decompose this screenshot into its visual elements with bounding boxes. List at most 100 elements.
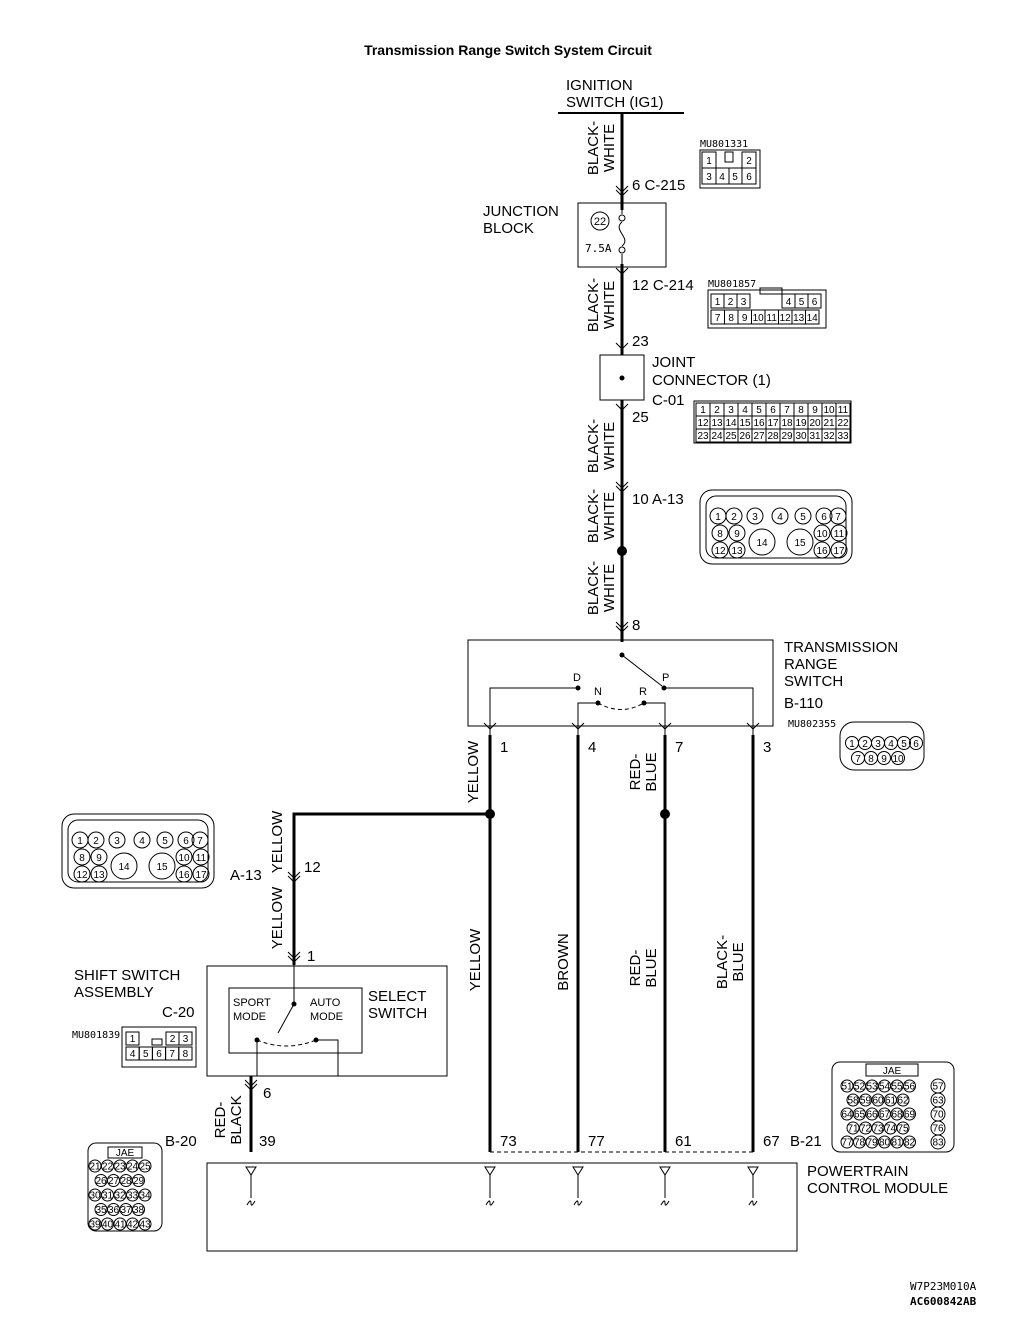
connector-pin-number: 53	[866, 1082, 878, 1093]
trs-dashed-arc	[597, 702, 645, 710]
connector-pin-number: 8	[868, 754, 874, 765]
connector-pin-number: 17	[767, 418, 779, 429]
svg-text:BLACK-: BLACK-	[585, 121, 602, 175]
connector-pin-number: 51	[841, 1082, 853, 1093]
connector-mark-23	[615, 342, 629, 350]
select-switch-output	[256, 1039, 339, 1076]
connector-pin-number: 12	[714, 546, 726, 557]
connector-pin-number: 72	[860, 1124, 872, 1135]
trs-route-n	[577, 702, 598, 735]
wire-label-black-blue-pcm: BLACK- BLUE	[714, 935, 747, 989]
connector-pin-number: 71	[847, 1124, 859, 1135]
joint-connector-label-line1: JOINT	[652, 354, 695, 371]
pin-label-c215: 6 C-215	[632, 177, 685, 194]
connector-pin-number: 14	[118, 862, 130, 873]
connector-pin-number: 65	[854, 1110, 866, 1121]
connector-pin-number: 1	[700, 405, 706, 416]
fuse-symbol	[618, 210, 626, 264]
wire-label-red-blue-t7: RED- BLUE	[627, 752, 660, 791]
connector-pin-number: 7	[855, 754, 861, 765]
pcm-input-triangle	[484, 1166, 496, 1176]
wire-label-yellow-t1: YELLOW	[465, 740, 482, 803]
connector-mark-6	[244, 1079, 258, 1091]
svg-text:4: 4	[719, 172, 725, 183]
connector-pin-number: 24	[711, 431, 723, 442]
shift-assembly-label-line2: ASSEMBLY	[74, 984, 154, 1001]
pin-label-a13: 10 A-13	[632, 491, 684, 508]
connector-pin-number: 2	[731, 512, 737, 523]
connector-pin-number: 23	[697, 431, 709, 442]
connector-pin-number: 31	[102, 1191, 114, 1202]
fuse-terminal-bottom	[618, 246, 626, 254]
ignition-label-line1: IGNITION	[566, 77, 633, 94]
pin-label-6: 6	[263, 1085, 271, 1102]
svg-text:WHITE: WHITE	[601, 564, 618, 612]
connector-c215: 1 2 3 4 5 6	[699, 149, 761, 189]
connector-pin-number: 2	[170, 1034, 176, 1045]
pcm-ground-mark	[485, 1200, 495, 1206]
pin-label-t7: 7	[675, 739, 683, 756]
connector-pin-number: 39	[89, 1220, 101, 1231]
connector-pin-number: 70	[932, 1110, 944, 1121]
fuse-number: 22	[594, 216, 606, 228]
connector-pin-number: 24	[127, 1162, 139, 1173]
connector-pin-number: 10	[753, 313, 765, 324]
svg-text:2: 2	[746, 156, 752, 167]
pin-label-77: 77	[588, 1133, 605, 1150]
pcm-input-symbols	[245, 1166, 759, 1206]
footer-code-2: AC600842AB	[910, 1295, 977, 1308]
wire-label-bw-d: BLACK- WHITE	[585, 489, 618, 543]
wire-label-brown-pcm: BROWN	[555, 933, 572, 991]
connector-code-b110: MU802355	[788, 719, 836, 730]
splice-dot-main	[617, 546, 627, 556]
pcm-ground-mark	[246, 1200, 256, 1206]
connector-pin-number: 7	[715, 313, 721, 324]
shift-assembly-box	[206, 965, 448, 1077]
svg-text:WHITE: WHITE	[601, 281, 618, 329]
wire-label-bw-a: BLACK- WHITE	[585, 121, 618, 175]
joint-connector-label-line2: CONNECTOR (1)	[652, 372, 771, 389]
trs-route-d	[489, 687, 578, 735]
wire-label-bw-c: BLACK- WHITE	[585, 419, 618, 473]
connector-pin-number: 13	[731, 546, 743, 557]
connector-pin-number: 27	[753, 431, 765, 442]
junction-block-box	[577, 202, 667, 268]
svg-text:RED-: RED-	[627, 950, 644, 987]
pin-label-12: 12	[304, 859, 321, 876]
connector-pin-number: 3	[183, 1034, 189, 1045]
connector-pin-number: 3	[728, 405, 734, 416]
connector-mark-12	[287, 871, 301, 883]
connector-pin-number: 67	[879, 1110, 891, 1121]
svg-text:BLACK-: BLACK-	[585, 561, 602, 615]
connector-pin-number: 10	[892, 754, 904, 765]
auto-mode-label-line1: AUTO	[310, 997, 341, 1009]
trs-pos-r: R	[639, 686, 647, 698]
connector-pin-number: 5	[143, 1049, 149, 1060]
trs-pos-p: P	[662, 672, 669, 684]
connector-pin-number: 16	[753, 418, 765, 429]
connector-pin-number: 32	[823, 431, 835, 442]
connector-label-a13-left: A-13	[230, 867, 262, 884]
connector-pin-number: 6	[913, 739, 919, 750]
connector-pin-number: 63	[932, 1096, 944, 1107]
trs-pos-d: D	[573, 672, 581, 684]
connector-mark-c214	[615, 267, 629, 275]
connector-pin-number: 12	[76, 870, 88, 881]
sport-mode-label-line1: SPORT	[233, 997, 271, 1009]
connector-pin-number: 13	[711, 418, 723, 429]
connector-pin-number: 18	[781, 418, 793, 429]
connector-pin-number: 23	[114, 1162, 126, 1173]
ignition-label-line2: SWITCH (IG1)	[566, 94, 664, 111]
connector-pin-number: 9	[881, 754, 887, 765]
connector-pin-number: 74	[885, 1124, 897, 1135]
trs-label-line3: SWITCH	[784, 673, 843, 690]
connector-pin-number: 2	[862, 739, 868, 750]
svg-text:RED-: RED-	[212, 1102, 229, 1139]
connector-pin-number: 9	[96, 853, 102, 864]
connector-pin-number: 20	[809, 418, 821, 429]
joint-connector-dot	[619, 375, 625, 381]
wire-yellow-branch	[292, 812, 490, 965]
junction-block-label-line1: JUNCTION	[483, 203, 559, 220]
svg-text:BLACK-: BLACK-	[585, 489, 602, 543]
